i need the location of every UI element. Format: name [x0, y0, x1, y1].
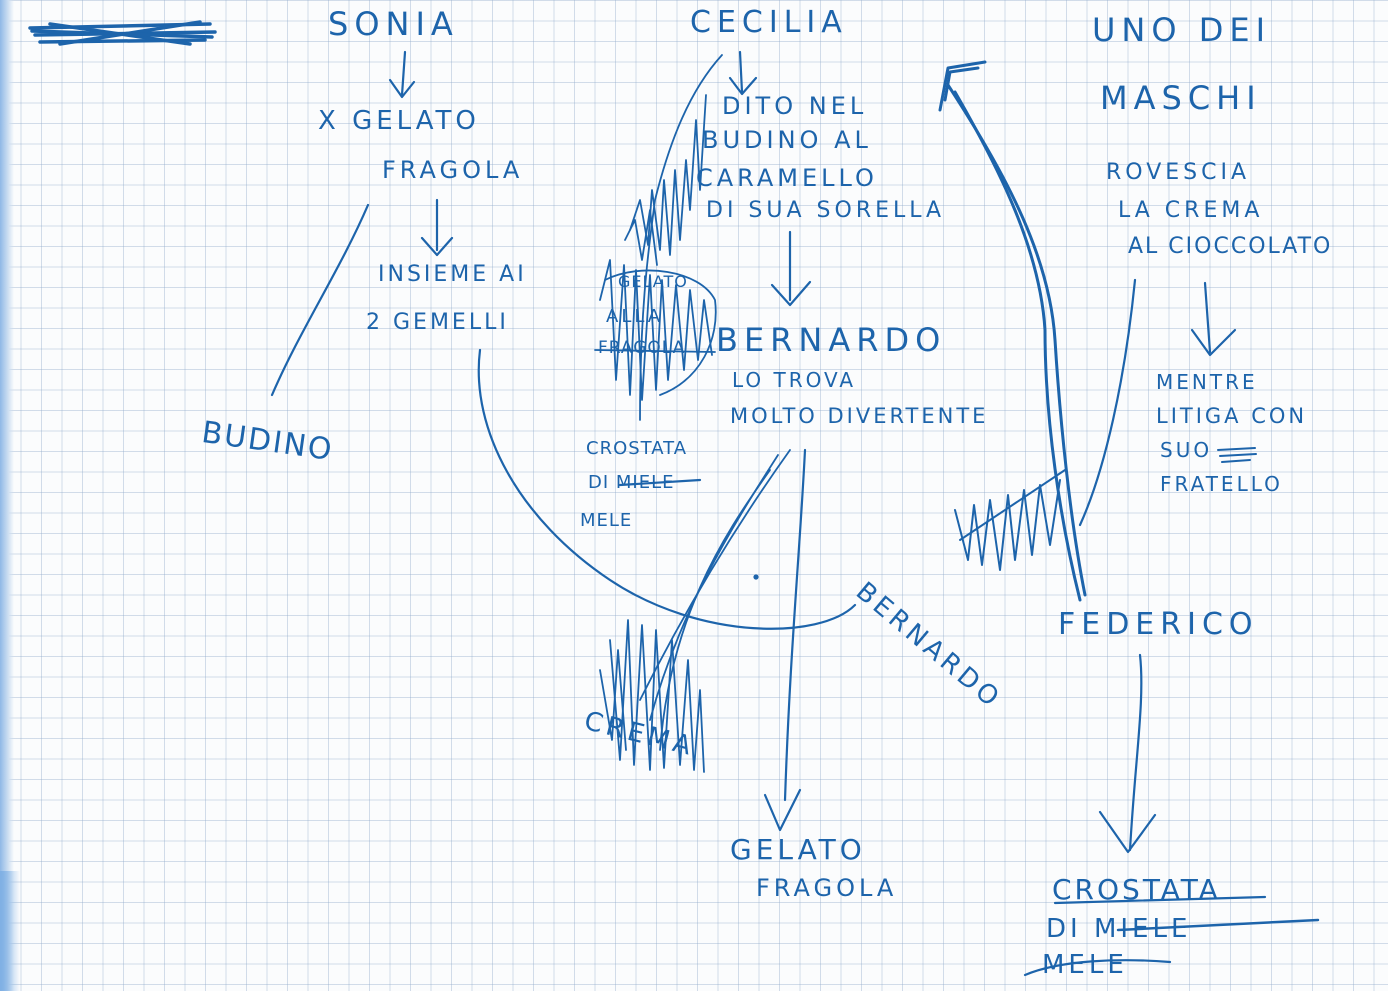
scribble-federico	[954, 469, 1066, 571]
scribbled-out-word	[28, 20, 217, 46]
scan-edge	[0, 0, 14, 991]
note-fratello: FRATELLO	[1160, 472, 1283, 496]
note-dito-4: DI SUA SORELLA	[706, 198, 946, 223]
name-uno-dei: UNO DEI	[1092, 11, 1272, 49]
note-gemelli: 2 GEMELLI	[366, 310, 509, 335]
note-gelato-over: GELATO	[618, 272, 688, 291]
note-insieme: INSIEME AI	[378, 262, 527, 287]
name-sonia: SONIA	[328, 5, 459, 43]
ink-dot	[753, 574, 759, 580]
line-to-budino	[270, 203, 370, 397]
scribble-suo	[1217, 447, 1257, 463]
note-rovescia: ROVESCIA	[1106, 160, 1251, 185]
strike-crostata-right	[1053, 895, 1267, 905]
dessert-gelato-bottom: GELATO	[730, 833, 866, 866]
note-dito-3: CARAMELLO	[696, 164, 878, 192]
arrow-to-bernardo	[770, 230, 812, 307]
dessert-crostata-left-1: CROSTATA	[586, 438, 688, 459]
note-suo: SUO	[1160, 438, 1213, 462]
strike-miele-left	[618, 478, 702, 487]
note-mentre: MENTRE	[1156, 370, 1258, 394]
line-maschi-federico	[1078, 278, 1137, 527]
dessert-crostata-left-3: MELE	[580, 510, 633, 531]
dessert-crostata-right-1: CROSTATA	[1052, 873, 1221, 906]
dessert-fragola-bottom: FRAGOLA	[756, 874, 898, 902]
name-maschi: MASCHI	[1100, 79, 1262, 117]
name-federico: FEDERICO	[1058, 607, 1259, 642]
curve-gemelli-bernardo	[477, 348, 857, 630]
note-x-gelato: X GELATO	[318, 106, 480, 136]
arrow-rovescia-mentre	[1190, 281, 1237, 357]
dessert-crostata-left-2: DI MIELE	[588, 472, 675, 493]
arrow-cecilia	[728, 50, 758, 96]
note-litiga: LITIGA CON	[1156, 404, 1308, 428]
scribble-cecilia	[594, 54, 723, 421]
note-alla: ALLA	[606, 306, 664, 327]
note-dito-1: DITO NEL	[722, 92, 868, 120]
note-la-crema: LA CREMA	[1118, 198, 1264, 223]
note-dito-2: BUDINO AL	[702, 126, 872, 154]
arrow-federico-cecilia	[938, 60, 1087, 602]
note-al-cioccolato: AL CIOCCOLATO	[1128, 234, 1333, 259]
underline-mele-right	[1023, 959, 1172, 977]
note-fragola-over: FRAGOLA	[598, 338, 686, 358]
strike-miele-right	[1116, 918, 1320, 932]
dessert-crostata-right-3: MELE	[1042, 950, 1128, 980]
scribble-crema	[599, 449, 791, 773]
name-bernardo: BERNARDO	[716, 321, 947, 359]
dessert-crostata-right-2: DI MIELE	[1046, 914, 1192, 944]
arrow-gelato-insieme	[420, 198, 454, 257]
arrow-federico-crostata	[1098, 653, 1157, 854]
arrow-sonia	[388, 50, 416, 99]
name-cecilia: CECILIA	[690, 5, 848, 40]
note-molto: MOLTO DIVERTENTE	[730, 404, 989, 428]
scan-edge-bottom	[0, 871, 20, 991]
arrow-to-gelato	[763, 448, 807, 832]
note-lo-trova: LO TROVA	[732, 368, 857, 392]
note-fragola: FRAGOLA	[382, 156, 524, 184]
